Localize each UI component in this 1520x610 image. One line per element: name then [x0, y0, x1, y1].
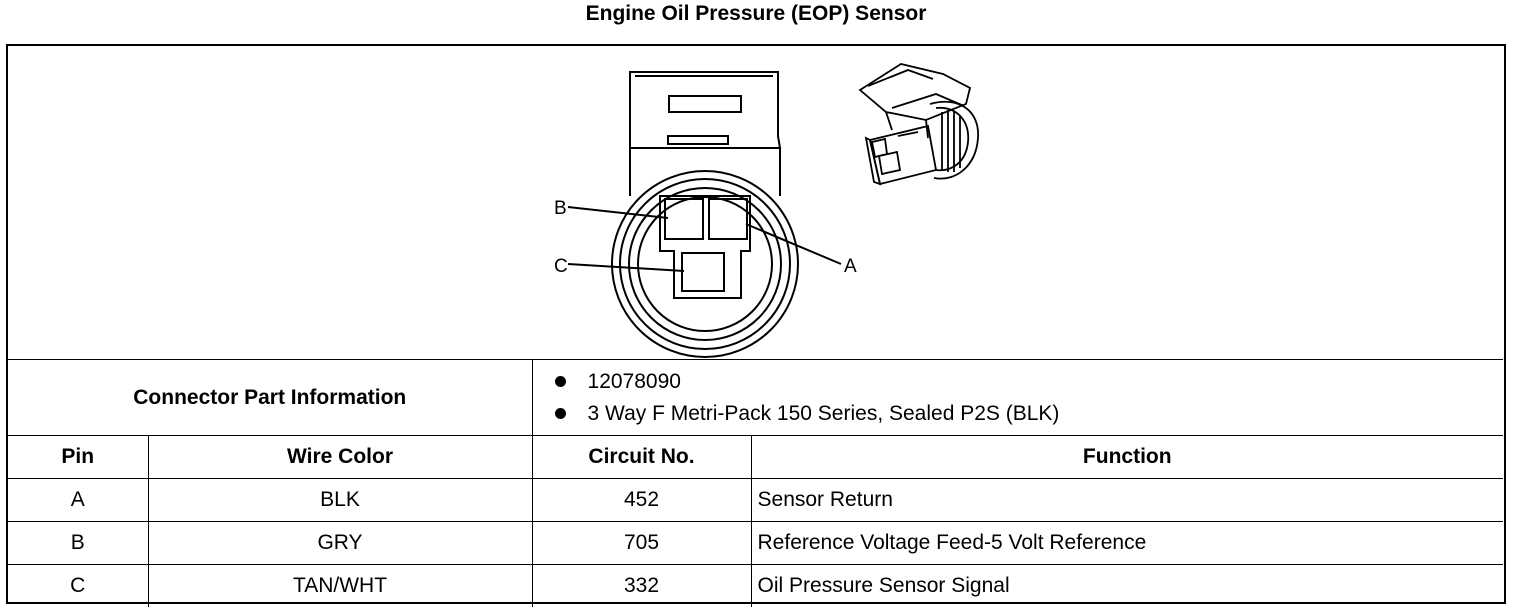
- connector-table: Connector Part Information 12078090 3 Wa…: [8, 359, 1503, 607]
- part-number: 12078090: [587, 369, 681, 393]
- pin-cell: A: [8, 478, 149, 522]
- header-circuit-no: Circuit No.: [531, 435, 752, 479]
- circuit-cell: 452: [531, 478, 752, 522]
- bullet-icon: [554, 408, 566, 419]
- page-title: Engine Oil Pressure (EOP) Sensor: [585, 2, 927, 25]
- pin-cell: B: [8, 521, 149, 565]
- function-cell: Oil Pressure Sensor Signal: [750, 564, 1503, 607]
- pin-label-c: C: [554, 256, 568, 277]
- pin-label-a: A: [844, 256, 857, 277]
- header-wire-color: Wire Color: [147, 435, 533, 479]
- connector-description: 3 Way F Metri-Pack 150 Series, Sealed P2…: [587, 401, 1060, 425]
- wire-color-cell: BLK: [147, 478, 533, 522]
- connector-info-label: Connector Part Information: [8, 359, 533, 436]
- table-row: B GRY 705 Reference Voltage Feed-5 Volt …: [8, 521, 1503, 565]
- connector-info-list: 12078090 3 Way F Metri-Pack 150 Series, …: [531, 359, 1503, 436]
- table-row: C TAN/WHT 332 Oil Pressure Sensor Signal: [8, 564, 1503, 607]
- list-item: 12078090: [554, 366, 1503, 398]
- wire-color-cell: TAN/WHT: [147, 564, 533, 607]
- function-cell: Sensor Return: [750, 478, 1503, 522]
- pin-label-b: B: [554, 198, 567, 219]
- wire-color-cell: GRY: [147, 521, 533, 565]
- function-cell: Reference Voltage Feed-5 Volt Reference: [750, 521, 1503, 565]
- list-item: 3 Way F Metri-Pack 150 Series, Sealed P2…: [554, 398, 1503, 430]
- connector-face-drawing: [567, 71, 842, 358]
- table-header-row: Pin Wire Color Circuit No. Function: [8, 435, 1503, 479]
- connector-diagram: B C A: [554, 63, 979, 358]
- header-function: Function: [750, 435, 1503, 479]
- connector-sheet: B C A Connector Part Information: [6, 44, 1506, 607]
- bullet-icon: [554, 376, 566, 387]
- pin-cell: C: [8, 564, 149, 607]
- connector-info-row: Connector Part Information 12078090 3 Wa…: [8, 359, 1503, 436]
- circuit-cell: 332: [531, 564, 752, 607]
- header-pin: Pin: [8, 435, 149, 479]
- table-row: A BLK 452 Sensor Return: [8, 478, 1503, 522]
- circuit-cell: 705: [531, 521, 752, 565]
- connector-isometric-drawing: [858, 63, 979, 186]
